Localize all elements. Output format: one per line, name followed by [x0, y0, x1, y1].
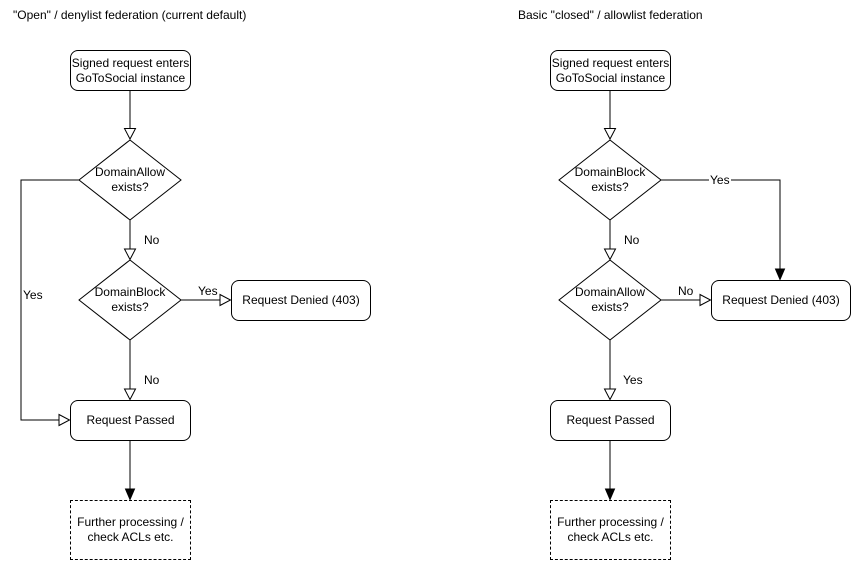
right-filled-arrowheads [604, 268, 786, 501]
right-edge-label-decision1-no: No [623, 233, 641, 247]
right-decision2-diamond [558, 259, 662, 341]
left-edge-label-decision2-no: No [143, 373, 161, 387]
right-denied-node-label: Request Denied (403) [722, 293, 840, 307]
left-start-node-line2: GoToSocial instance [75, 70, 186, 85]
right-edge-label-decision2-no: No [677, 284, 695, 298]
right-decision1-diamond [558, 139, 662, 221]
left-edge-label-decision2-yes: Yes [197, 284, 219, 298]
arrowhead-open-icon [603, 388, 617, 401]
arrowhead-filled-icon [124, 488, 136, 501]
right-further-processing-node: Further processing / check ACLs etc. [550, 500, 671, 560]
arrowhead-open-icon [58, 413, 71, 427]
left-chart-title: "Open" / denylist federation (current de… [13, 8, 247, 22]
arrowhead-open-icon [123, 388, 137, 401]
left-decision-shapes [78, 139, 182, 341]
left-decision1-diamond [78, 139, 182, 221]
arrowhead-open-icon [123, 248, 137, 261]
right-passed-node-label: Request Passed [566, 413, 655, 427]
right-edge-label-decision1-yes: Yes [709, 173, 731, 187]
arrowhead-open-icon [219, 293, 232, 307]
right-further-processing-line1: Further processing / [557, 515, 664, 529]
left-edge-label-decision1-no: No [143, 233, 161, 247]
arrowhead-filled-icon [604, 488, 616, 501]
right-start-node: Signed request enters GoToSocial instanc… [550, 50, 671, 91]
arrowhead-open-icon [123, 128, 137, 141]
arrowhead-open-icon [603, 248, 617, 261]
left-edge-decision1-yes-loop [20, 179, 79, 421]
left-connectors [20, 91, 220, 489]
right-further-processing-line2: check ACLs etc. [567, 530, 654, 544]
left-open-arrowheads [58, 128, 232, 427]
left-passed-node-label: Request Passed [86, 413, 175, 427]
left-filled-arrowheads [124, 488, 136, 501]
left-denied-node-label: Request Denied (403) [242, 293, 360, 307]
left-further-processing-node: Further processing / check ACLs etc. [70, 500, 191, 560]
left-further-processing-line1: Further processing / [77, 515, 184, 529]
right-denied-node: Request Denied (403) [711, 280, 851, 321]
arrowhead-filled-icon [774, 268, 786, 281]
right-open-arrowheads [603, 128, 712, 401]
arrowhead-open-icon [699, 293, 712, 307]
left-denied-node: Request Denied (403) [231, 280, 371, 321]
right-connectors [609, 91, 781, 489]
left-edge-label-decision1-yes: Yes [22, 288, 44, 302]
left-decision2-diamond [78, 259, 182, 341]
right-edge-label-decision2-yes: Yes [622, 373, 644, 387]
right-edge-decision1-yes [661, 179, 781, 269]
left-start-node-line1: Signed request enters [71, 55, 190, 70]
right-start-node-line1: Signed request enters [551, 55, 670, 70]
left-further-processing-line2: check ACLs etc. [87, 530, 174, 544]
right-chart-title: Basic "closed" / allowlist federation [518, 8, 703, 22]
right-passed-node: Request Passed [550, 400, 671, 441]
right-decision-shapes [558, 139, 662, 341]
left-passed-node: Request Passed [70, 400, 191, 441]
right-start-node-line2: GoToSocial instance [555, 70, 666, 85]
left-start-node: Signed request enters GoToSocial instanc… [70, 50, 191, 91]
arrowhead-open-icon [603, 128, 617, 141]
